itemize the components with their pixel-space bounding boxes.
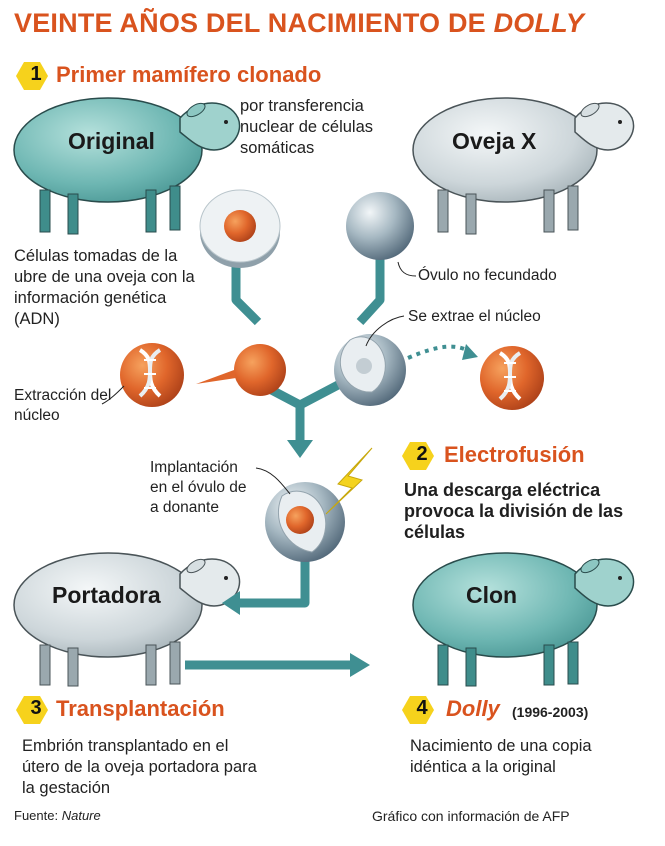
credit-note: Gráfico con información de AFP — [372, 808, 570, 824]
step1-badge-icon — [16, 62, 48, 90]
label-extrae: Se extrae el núcleo — [408, 308, 541, 325]
sheep-clon-illustration — [412, 552, 635, 687]
arrow-left-head — [222, 591, 240, 615]
donor-cell-icon — [199, 189, 281, 268]
sheep-original-illustration — [13, 97, 241, 235]
enucleated-egg-icon — [334, 334, 406, 406]
label-extraccion: Extracción del núcleo — [14, 387, 112, 424]
step3-badge-icon — [16, 696, 48, 724]
sheep-portadora-illustration — [13, 552, 241, 687]
dna-bubble-left-icon — [120, 343, 184, 407]
step4-badge-icon — [402, 696, 434, 724]
label-celulas: Células tomadas de la ubre de una oveja … — [14, 247, 195, 328]
step3-number: 3 — [30, 697, 42, 719]
arrow-down-head — [287, 440, 313, 458]
dotted-arrow — [407, 344, 472, 360]
label-ovulo: Óvulo no fecundado — [418, 267, 557, 284]
step4-heading: Dolly — [446, 696, 500, 721]
source-note: Fuente: Nature — [14, 808, 101, 823]
step4-number: 4 — [416, 697, 428, 719]
step2-description: Una descarga eléctrica provoca la divisi… — [404, 480, 624, 542]
step1-heading: Primer mamífero clonado — [56, 62, 322, 87]
unfertilized-egg-icon — [346, 192, 414, 260]
sheep-label-original: Original — [68, 128, 155, 154]
step4-description: Nacimiento de una copia idéntica a la or… — [410, 737, 592, 776]
step4-years: (1996-2003) — [512, 704, 589, 720]
sheep-label-portadora: Portadora — [52, 582, 161, 608]
arrow-right-head — [350, 653, 370, 677]
sheep-label-clon: Clon — [466, 582, 518, 608]
step1-number: 1 — [30, 63, 42, 85]
step2-number: 2 — [416, 443, 428, 465]
step1-subtitle: por transferencia nuclear de células som… — [240, 97, 373, 157]
step3-description: Embrión transplantado en el útero de la … — [22, 737, 257, 797]
fused-egg-icon — [265, 482, 345, 562]
label-implantacion: Implantación en el óvulo de a donante — [150, 459, 247, 516]
donor-nucleus-icon — [196, 344, 286, 396]
leader-lines — [101, 261, 417, 495]
page-title: VEINTE AÑOS DEL NACIMIENTO DE DOLLY — [14, 8, 584, 39]
title-emphasis: DOLLY — [493, 8, 585, 38]
sheep-oveja-x-illustration — [412, 97, 635, 235]
sheep-label-oveja-x: Oveja X — [452, 128, 537, 154]
source-value: Nature — [61, 808, 101, 823]
dna-bubble-right-icon — [480, 346, 544, 410]
source-label: Fuente: — [14, 808, 59, 823]
step2-heading: Electrofusión — [444, 442, 585, 467]
dotted-arrow-head — [462, 344, 478, 360]
step3-heading: Transplantación — [56, 696, 225, 721]
title-text: VEINTE AÑOS DEL NACIMIENTO DE — [14, 8, 494, 38]
lightning-icon — [325, 447, 373, 515]
step2-badge-icon — [402, 442, 434, 470]
